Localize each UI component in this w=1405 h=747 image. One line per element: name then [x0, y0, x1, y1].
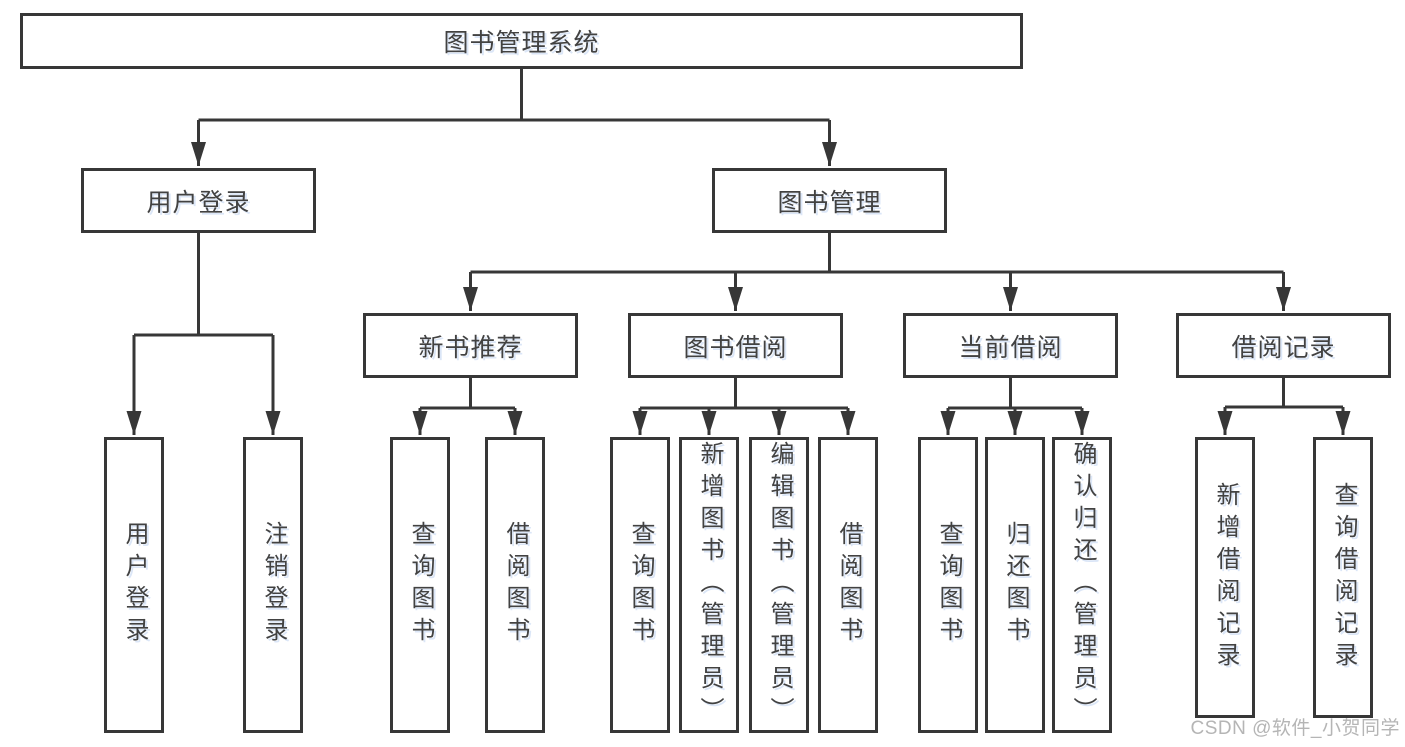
- leaf-confirm-return-admin: 确认归还（管理员）: [1052, 437, 1112, 733]
- leaf-edit-book-admin: 编辑图书（管理员）: [749, 437, 809, 733]
- node-library-system: 图书管理系统: [20, 13, 1023, 69]
- leaf-query-books-borrow: 查询图书: [610, 437, 670, 733]
- leaf-borrow-books: 借阅图书: [818, 437, 878, 733]
- branch-rails: [134, 69, 1343, 410]
- leaf-return-book: 归还图书: [985, 437, 1045, 733]
- node-current-borrow: 当前借阅: [903, 313, 1118, 378]
- leaf-user-login: 用户登录: [104, 437, 164, 733]
- node-new-book-recommend: 新书推荐: [363, 313, 578, 378]
- leaf-query-borrow-record: 查询借阅记录: [1313, 437, 1373, 718]
- node-user-login: 用户登录: [81, 168, 316, 233]
- node-book-borrow: 图书借阅: [628, 313, 843, 378]
- leaf-query-books-current: 查询图书: [918, 437, 978, 733]
- leaf-logout: 注销登录: [243, 437, 303, 733]
- leaf-query-books-recommend: 查询图书: [390, 437, 450, 733]
- node-book-management: 图书管理: [712, 168, 947, 233]
- leaf-add-book-admin: 新增图书（管理员）: [679, 437, 739, 733]
- leaf-borrow-books-recommend: 借阅图书: [485, 437, 545, 733]
- node-borrow-records: 借阅记录: [1176, 313, 1391, 378]
- watermark: CSDN @软件_小贺同学: [1190, 718, 1400, 739]
- leaf-add-borrow-record: 新增借阅记录: [1195, 437, 1255, 718]
